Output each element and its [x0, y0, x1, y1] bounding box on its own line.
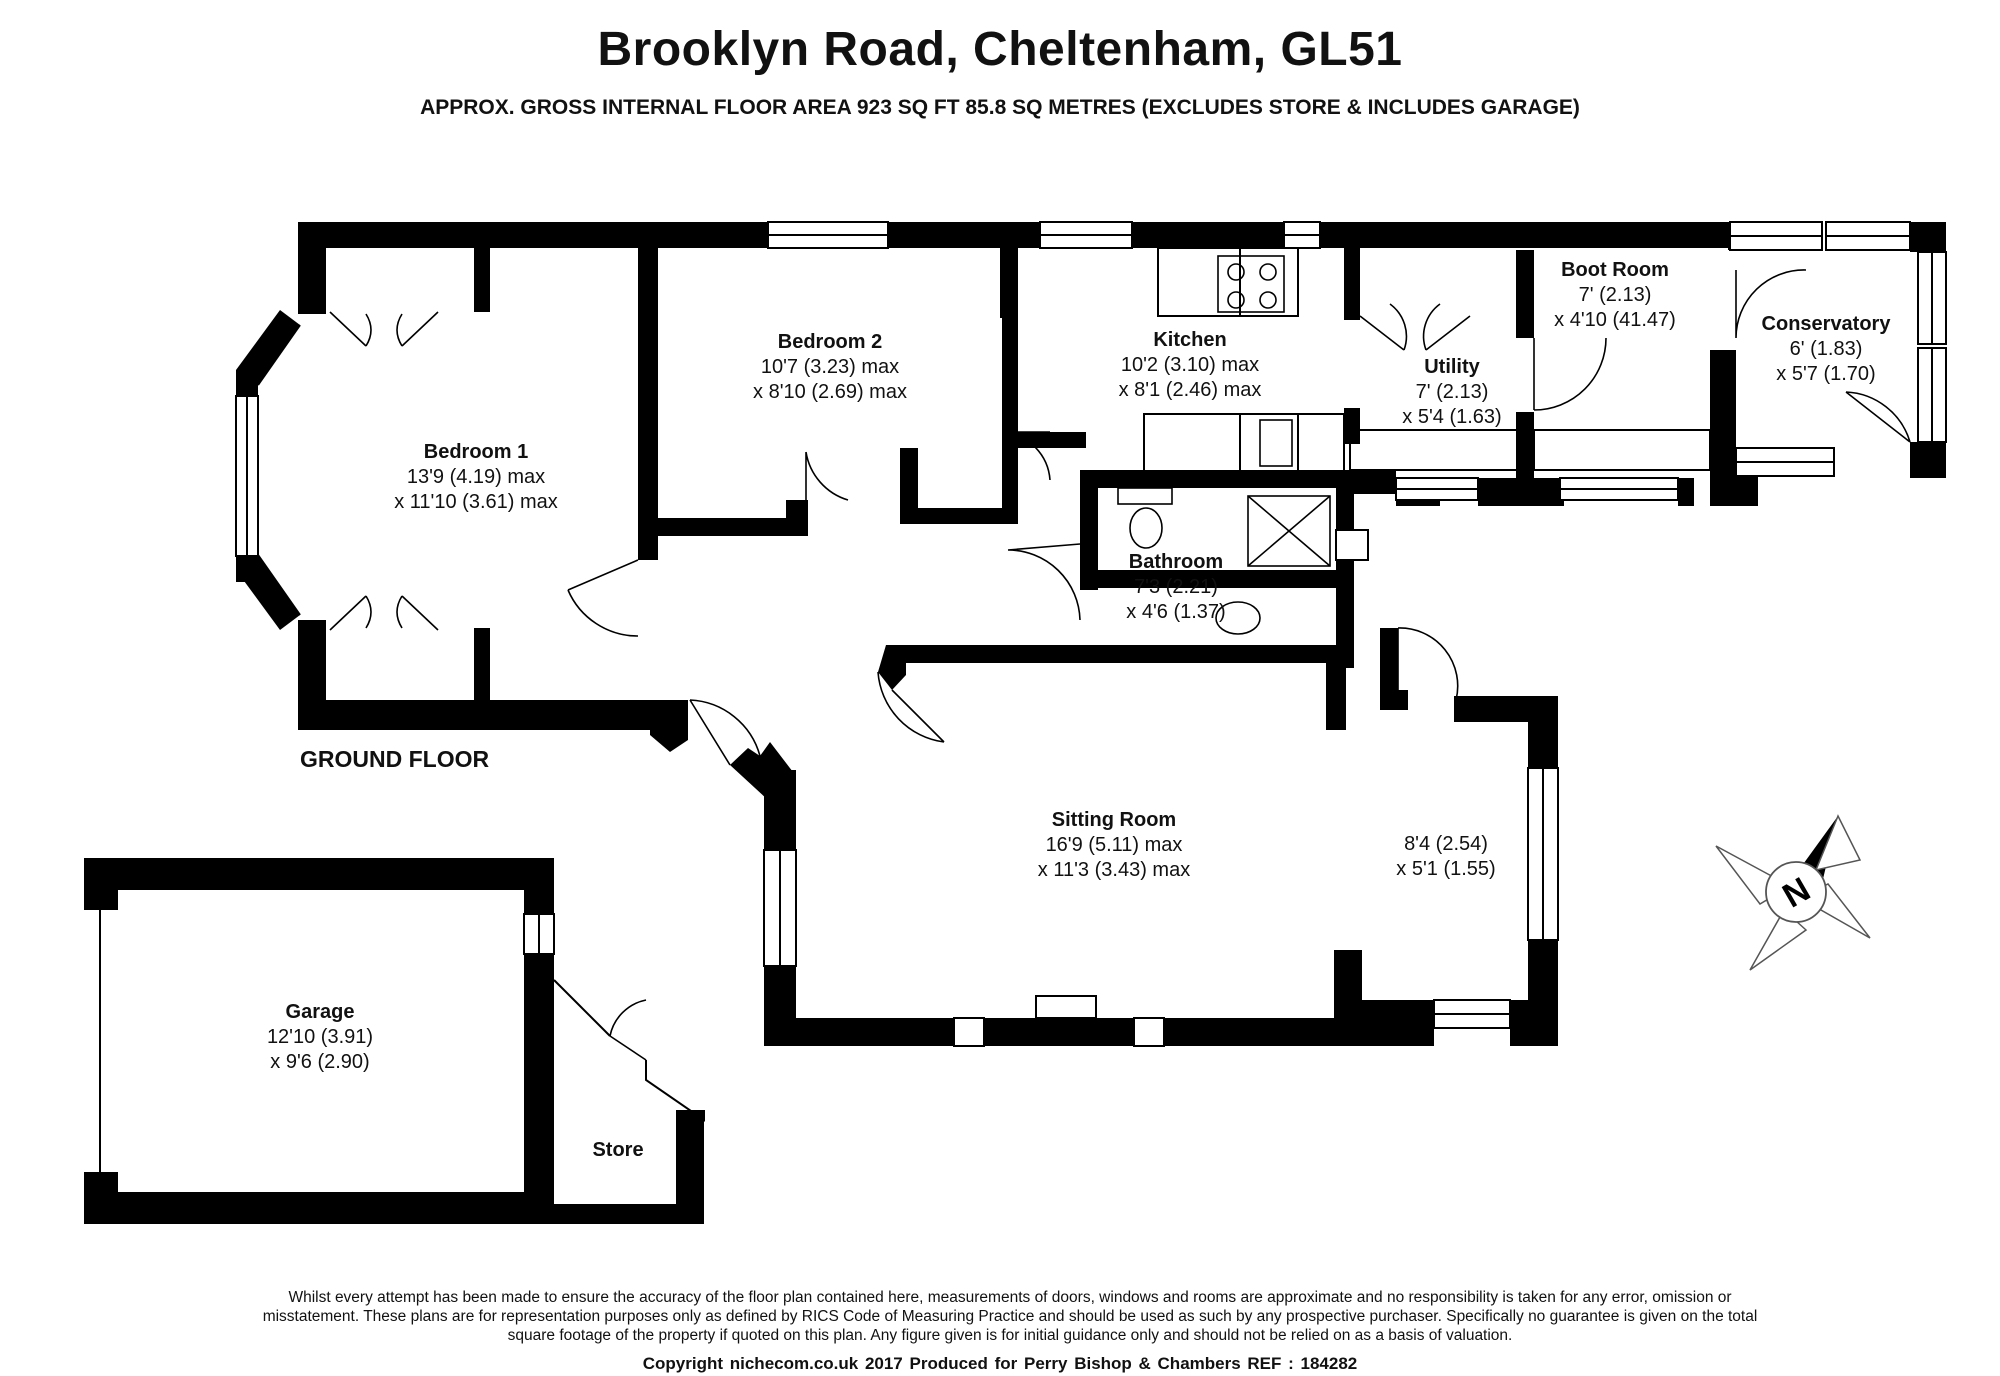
room-dimension: 8'4 (2.54) [1404, 833, 1488, 855]
room-dimension: x 5'4 (1.63) [1402, 406, 1502, 428]
floor-area-subtitle: APPROX. GROSS INTERNAL FLOOR AREA 923 SQ… [420, 96, 1580, 119]
room-bathroom: Bathroom 7'3 (2.21) x 4'6 (1.37) [1126, 550, 1225, 625]
room-dimension: x 4'10 (41.47) [1554, 309, 1676, 331]
room-name: Bathroom [1128, 551, 1224, 573]
walls [84, 222, 1946, 1224]
room-name: Garage [285, 1001, 355, 1023]
room-sitting-bay: 8'4 (2.54) x 5'1 (1.55) [1396, 832, 1495, 882]
room-boot-room: Boot Room 7' (2.13) x 4'10 (41.47) [1554, 258, 1676, 333]
room-dimension: 6' (1.83) [1789, 338, 1863, 360]
room-name: Bedroom 1 [423, 441, 529, 463]
room-bedroom-2: Bedroom 2 10'7 (3.23) max x 8'10 (2.69) … [753, 330, 907, 405]
room-name: Kitchen [1153, 329, 1227, 351]
room-dimension: 10'7 (3.23) max [760, 356, 900, 378]
room-dimension: x 4'6 (1.37) [1126, 601, 1226, 623]
disclaimer-text: Whilst every attempt has been made to en… [262, 1289, 1758, 1344]
room-dimension: x 8'1 (2.46) max [1118, 379, 1262, 401]
room-dimension: 7' (2.13) [1578, 284, 1652, 306]
room-bedroom-1: Bedroom 1 13'9 (4.19) max x 11'10 (3.61)… [394, 440, 558, 515]
room-conservatory: Conservatory 6' (1.83) x 5'7 (1.70) [1762, 312, 1891, 387]
room-dimension: x 8'10 (2.69) max [753, 381, 907, 403]
room-name: Boot Room [1561, 259, 1669, 281]
room-store: Store [592, 1138, 643, 1163]
room-dimension: 7'3 (2.21) [1134, 576, 1218, 598]
room-dimension: 13'9 (4.19) max [406, 466, 546, 488]
windows-and-thin-lines [99, 221, 1947, 1172]
room-dimension: 16'9 (5.11) max [1045, 834, 1183, 856]
room-dimension: x 11'3 (3.43) max [1037, 859, 1191, 881]
floor-label: GROUND FLOOR [300, 746, 490, 772]
room-dimension: 7' (2.13) [1415, 381, 1489, 403]
room-dimension: 10'2 (3.10) max [1120, 354, 1260, 376]
compass: N [1715, 814, 1871, 971]
copyright-line: Copyright nichecom.co.uk 2017 Produced f… [642, 1354, 1358, 1373]
fixtures [1117, 255, 1331, 635]
room-kitchen: Kitchen 10'2 (3.10) max x 8'1 (2.46) max [1119, 328, 1262, 403]
room-name: Utility [1424, 356, 1480, 378]
room-name: Conservatory [1761, 313, 1891, 335]
room-dimension: x 5'7 (1.70) [1776, 363, 1876, 385]
doors [329, 269, 1911, 1061]
room-dimension: 12'10 (3.91) [266, 1026, 374, 1048]
room-name: Sitting Room [1051, 809, 1177, 831]
room-dimension: x 9'6 (2.90) [270, 1051, 370, 1073]
room-sitting-room: Sitting Room 16'9 (5.11) max x 11'3 (3.4… [1038, 808, 1190, 883]
room-utility: Utility 7' (2.13) x 5'4 (1.63) [1402, 355, 1501, 430]
room-garage: Garage 12'10 (3.91) x 9'6 (2.90) [267, 1000, 373, 1075]
room-dimension: x 11'10 (3.61) max [394, 491, 558, 513]
room-name: Bedroom 2 [777, 331, 883, 353]
room-dimension: x 5'1 (1.55) [1396, 858, 1496, 880]
room-name: Store [592, 1139, 644, 1161]
plan-title: Brooklyn Road, Cheltenham, GL51 [597, 23, 1403, 76]
